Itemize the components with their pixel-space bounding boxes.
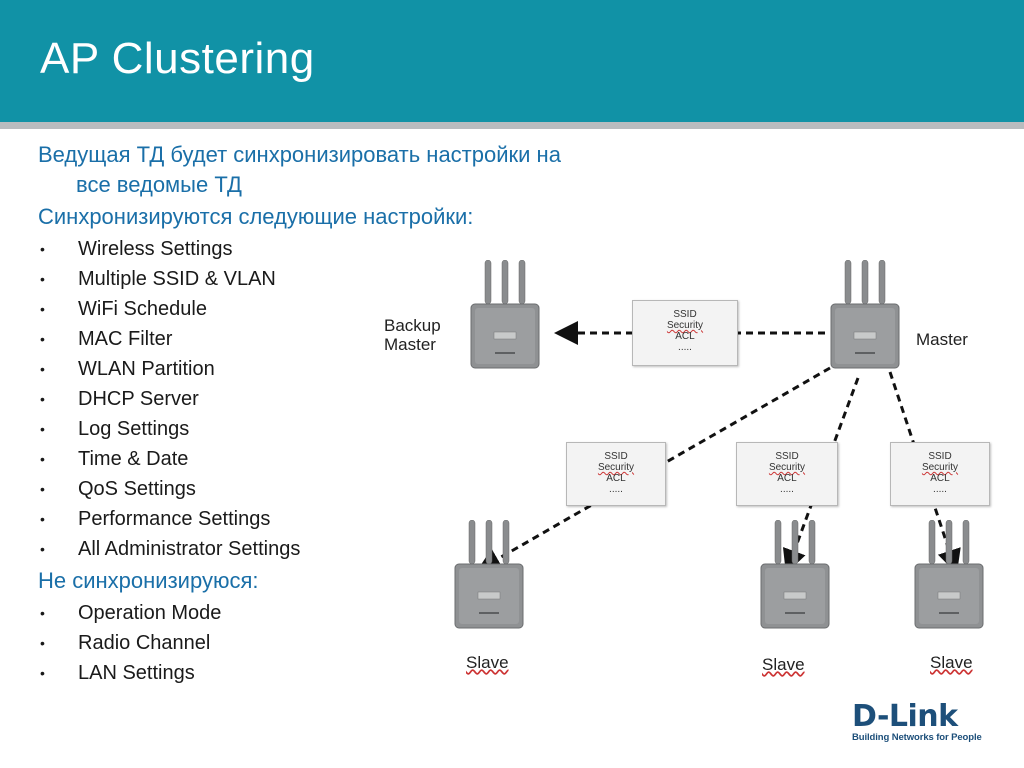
list-item: • Multiple SSID & VLAN [38, 264, 598, 294]
list-item: • Radio Channel [38, 628, 598, 658]
logo-wordmark: D-Link [852, 699, 958, 734]
config-acl: ACL [777, 473, 797, 484]
bullet-icon: • [40, 511, 45, 527]
list-item: • QoS Settings [38, 474, 598, 504]
bullet-icon: • [40, 481, 45, 497]
list-item-label: WLAN Partition [78, 358, 215, 380]
backup-master-label: Backup Master [384, 316, 441, 354]
config-acl: ACL [606, 473, 626, 484]
bullet-icon: • [40, 421, 45, 437]
bullet-icon: • [40, 241, 45, 257]
bullet-icon: • [40, 331, 45, 347]
slave-ap-icon-1 [454, 520, 524, 629]
config-more: ..... [678, 342, 692, 353]
dlink-logo: D-Link Building Networks for People [852, 702, 996, 748]
list-item-label: Multiple SSID & VLAN [78, 268, 276, 290]
config-ssid: SSID [673, 309, 697, 320]
bullet-icon: • [40, 301, 45, 317]
list-item: • MAC Filter [38, 324, 598, 354]
slave-label-2: Slave [762, 655, 805, 674]
list-item-label: LAN Settings [78, 662, 195, 684]
backup-label-line-1: Backup [384, 316, 441, 335]
bullet-icon: • [40, 361, 45, 377]
config-box-middle: SSID Security ACL ..... [736, 442, 838, 506]
title-bar: AP Clustering [0, 0, 1024, 122]
list-item-label: WiFi Schedule [78, 298, 207, 320]
config-box-top: SSID Security ACL ..... [632, 300, 738, 366]
slave-ap-icon-2 [760, 520, 830, 629]
slide-body: Ведущая ТД будет синхронизировать настро… [38, 140, 598, 688]
config-more: ..... [609, 484, 623, 495]
list-item-label: Radio Channel [78, 632, 211, 654]
bullet-icon: • [40, 605, 45, 621]
bullet-icon: • [40, 635, 45, 651]
list-item-label: Operation Mode [78, 602, 222, 624]
list-item: • Time & Date [38, 444, 598, 474]
not-synced-list: • Operation Mode • Radio Channel • LAN Sett… [38, 598, 598, 688]
config-box-left: SSID Security ACL ..... [566, 442, 666, 506]
config-acl: ACL [930, 473, 950, 484]
bullet-icon: • [40, 541, 45, 557]
list-item: • All Administrator Settings [38, 534, 598, 564]
config-ssid: SSID [604, 451, 628, 462]
slave-ap-icon-3 [914, 520, 984, 629]
config-more: ..... [933, 484, 947, 495]
bullet-icon: • [40, 271, 45, 287]
config-security: Security [597, 462, 635, 473]
config-security: Security [666, 320, 704, 331]
list-item-label: Time & Date [78, 448, 189, 470]
config-more: ..... [780, 484, 794, 495]
list-item-label: QoS Settings [78, 478, 196, 500]
slave-label-text: Slave [762, 655, 805, 674]
arrow-master-to-slave-1 [476, 366, 831, 571]
backup-label-line-2: Master [384, 335, 436, 354]
not-synced-heading: Не синхронизируюся: [38, 568, 259, 593]
slave-label-text: Slave [930, 653, 973, 672]
intro-paragraph: Ведущая ТД будет синхронизировать настро… [38, 142, 561, 197]
list-item-label: Log Settings [78, 418, 190, 440]
master-label-text: Master [916, 330, 968, 349]
list-item: • LAN Settings [38, 658, 598, 688]
config-ssid: SSID [928, 451, 952, 462]
arrow-master-to-slave-3 [888, 371, 961, 574]
slave-label-3: Slave [930, 653, 973, 672]
config-security: Security [768, 462, 806, 473]
master-ap-icon [830, 260, 900, 369]
config-security: Security [921, 462, 959, 473]
config-box-right: SSID Security ACL ..... [890, 442, 990, 506]
list-item: • WiFi Schedule [38, 294, 598, 324]
list-item-label: Performance Settings [78, 508, 271, 530]
bullet-icon: • [40, 391, 45, 407]
slide-title: AP Clustering [40, 34, 315, 83]
config-acl: ACL [675, 331, 695, 342]
list-item: • DHCP Server [38, 384, 598, 414]
config-ssid: SSID [775, 451, 799, 462]
bullet-icon: • [40, 665, 45, 681]
list-item-label: MAC Filter [78, 328, 173, 350]
synced-heading: Синхронизируются следующие настройки: [38, 204, 474, 229]
list-item: • Wireless Settings [38, 234, 598, 264]
header-stripe [0, 122, 1024, 129]
list-item: • Performance Settings [38, 504, 598, 534]
cluster-diagram: SSID Security ACL ..... SSID Security AC… [370, 250, 1010, 690]
list-item-label: All Administrator Settings [78, 538, 301, 560]
list-item-label: DHCP Server [78, 388, 199, 410]
slave-label-text: Slave [466, 653, 509, 672]
logo-tagline: Building Networks for People [852, 732, 982, 743]
list-item: • Operation Mode [38, 598, 598, 628]
synced-list: • Wireless Settings • Multiple SSID & VLAN… [38, 234, 598, 564]
list-item: • Log Settings [38, 414, 598, 444]
bullet-icon: • [40, 451, 45, 467]
master-label: Master [916, 330, 968, 349]
backup-master-ap-icon [470, 260, 540, 369]
list-item: • WLAN Partition [38, 354, 598, 384]
list-item-label: Wireless Settings [78, 238, 233, 260]
slave-label-1: Slave [466, 653, 509, 672]
